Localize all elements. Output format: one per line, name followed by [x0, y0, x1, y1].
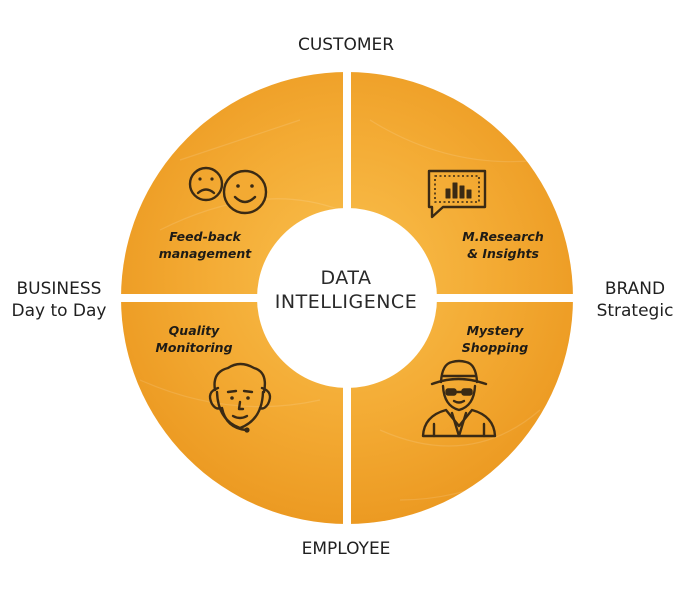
axis-label-top-text: CUSTOMER: [297, 35, 395, 55]
axis-label-left: BUSINESS Day to Day: [4, 278, 114, 322]
axis-label-left-line1: BUSINESS: [16, 279, 102, 299]
headset-agent-icon: [208, 362, 272, 433]
axis-label-top: CUSTOMER: [246, 34, 446, 56]
quadrant-tl-line2: management: [158, 246, 252, 261]
axis-label-left-line2: Day to Day: [11, 301, 107, 321]
quadrant-quality-monitoring: Quality Monitoring: [129, 322, 259, 356]
quadrant-tl-line1: Feed-back: [169, 229, 241, 244]
quadrant-market-research: M.Research & Insights: [438, 228, 568, 262]
center-title-line1: DATA: [320, 267, 372, 289]
bar-chart-icon: [427, 169, 487, 219]
quadrant-br-line2: Shopping: [461, 340, 529, 355]
quadrant-mystery-shopping: Mystery Shopping: [430, 322, 560, 356]
axis-label-right-line2: Strategic: [596, 301, 674, 321]
quadrant-bl-line1: Quality: [168, 323, 220, 338]
quadrant-bl-line2: Monitoring: [155, 340, 233, 355]
quadrant-tr-line2: & Insights: [467, 246, 539, 261]
axis-label-right: BRAND Strategic: [582, 278, 688, 322]
spy-icon: [421, 359, 497, 438]
center-title: DATA INTELLIGENCE: [246, 266, 446, 314]
quadrant-feedback-management: Feed-back management: [140, 228, 270, 262]
center-title-line2: INTELLIGENCE: [274, 291, 418, 313]
quadrant-br-line1: Mystery: [466, 323, 524, 338]
faces-icon: [188, 166, 268, 215]
quadrant-tr-line1: M.Research: [462, 229, 544, 244]
axis-label-bottom: EMPLOYEE: [246, 538, 446, 560]
center-circle: [257, 208, 437, 388]
axis-label-bottom-text: EMPLOYEE: [301, 539, 391, 559]
axis-label-right-line1: BRAND: [604, 279, 666, 299]
